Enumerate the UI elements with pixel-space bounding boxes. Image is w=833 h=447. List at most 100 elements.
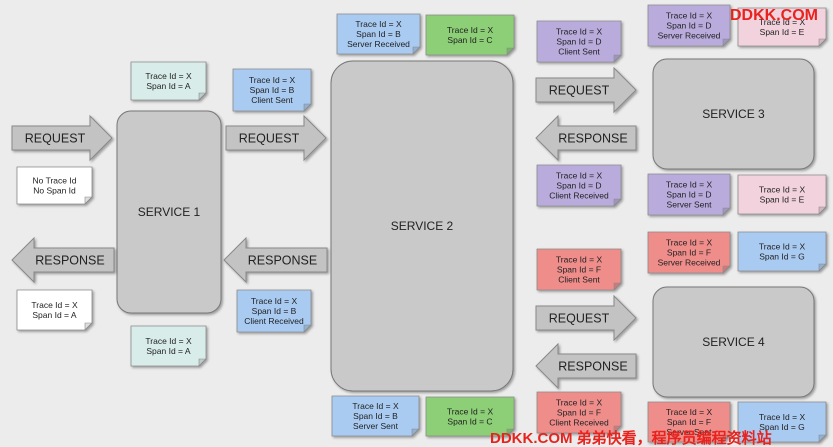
note-line: Span Id = E — [760, 195, 805, 205]
note-fold — [722, 434, 731, 443]
note-fold — [84, 322, 93, 331]
note-fold — [613, 54, 622, 63]
note-line: Span Id = B — [356, 29, 401, 39]
note-line: Span Id = A — [146, 346, 191, 356]
note-line: Trace Id = X — [447, 25, 494, 35]
arrow-label: REQUEST — [549, 84, 610, 98]
note-fold — [722, 265, 731, 274]
service-label: SERVICE 2 — [391, 219, 454, 233]
note-line: Server Received — [347, 39, 410, 49]
note-fold — [613, 198, 622, 207]
note-line: Trace Id = X — [251, 296, 298, 306]
note-line: No Span Id — [33, 186, 76, 196]
note-line: Span Id = D — [556, 37, 601, 47]
note-fold — [198, 358, 207, 367]
note-fold — [506, 47, 515, 56]
note-line: Trace Id = X — [249, 75, 296, 85]
response-arrow-a8: RESPONSE — [535, 342, 637, 390]
service-label: SERVICE 4 — [702, 335, 765, 349]
note-line: Server Received — [658, 258, 721, 268]
service-box-3: SERVICE 3 — [652, 58, 815, 170]
note-line: Trace Id = X — [556, 170, 603, 180]
request-arrow-a5: REQUEST — [535, 66, 637, 114]
note-line: No Trace Id — [33, 175, 77, 185]
response-arrow-a4: RESPONSE — [223, 236, 328, 284]
watermark-bottom: DDKK.COM 弟弟快看，程序员编程资料站 — [490, 429, 772, 447]
watermark-top: DDKK.COM — [730, 7, 818, 24]
note-line: Span Id = B — [250, 85, 295, 95]
note-fold — [613, 425, 622, 434]
note-line: Span Id = A — [32, 310, 77, 320]
note-line: Client Sent — [558, 47, 600, 57]
note-line: Server Sent — [353, 421, 399, 431]
note-fold — [818, 206, 827, 215]
note-line: Span Id = C — [447, 417, 492, 427]
service-label: SERVICE 3 — [702, 107, 765, 121]
note-line: Trace Id = X — [759, 184, 806, 194]
note-line: Client Received — [549, 191, 609, 201]
arrow-shape — [535, 342, 637, 390]
note-line: Span Id = A — [146, 81, 191, 91]
arrow-shape — [535, 66, 637, 114]
note-line: Client Received — [244, 316, 304, 326]
arrow-label: RESPONSE — [558, 132, 627, 146]
note-line: Trace Id = X — [355, 19, 402, 29]
note-line: Span Id = F — [557, 265, 601, 275]
note-line: Trace Id = X — [556, 397, 603, 407]
note-fold — [84, 196, 93, 205]
note-fold — [412, 46, 421, 55]
note-fold — [411, 428, 420, 437]
note-line: Span Id = D — [556, 181, 601, 191]
note-fold — [722, 38, 731, 47]
service-shape — [330, 60, 514, 392]
note-line: Server Sent — [667, 200, 713, 210]
service-shape — [652, 286, 815, 398]
arrow-shape — [11, 114, 113, 162]
note-line: Client Sent — [251, 95, 293, 105]
arrow-shape — [225, 114, 327, 162]
note-line: Span Id = G — [759, 252, 805, 262]
note-fold — [818, 263, 827, 272]
arrow-shape — [223, 236, 328, 284]
note-line: Span Id = E — [760, 27, 805, 37]
note-line: Span Id = F — [557, 408, 601, 418]
note-line: Server Received — [658, 31, 721, 41]
note-fold — [722, 207, 731, 216]
note-line: Span Id = F — [667, 417, 711, 427]
note-line: Trace Id = X — [447, 406, 494, 416]
note-line: Trace Id = X — [556, 254, 603, 264]
service-shape — [652, 58, 815, 170]
note-line: Trace Id = X — [352, 401, 399, 411]
request-arrow-a3: REQUEST — [225, 114, 327, 162]
service-box-1: SERVICE 1 — [116, 110, 222, 314]
note-fold — [613, 282, 622, 291]
note-fold — [506, 428, 515, 437]
response-arrow-a6: RESPONSE — [535, 114, 637, 162]
service-box-2: SERVICE 2 — [330, 60, 514, 392]
note-line: Trace Id = X — [145, 71, 192, 81]
note-line: Trace Id = X — [31, 300, 78, 310]
note-line: Trace Id = X — [556, 26, 603, 36]
note-line: Span Id = C — [447, 35, 492, 45]
note-line: Trace Id = X — [666, 407, 713, 417]
arrow-label: REQUEST — [239, 132, 300, 146]
arrow-label: RESPONSE — [35, 254, 104, 268]
